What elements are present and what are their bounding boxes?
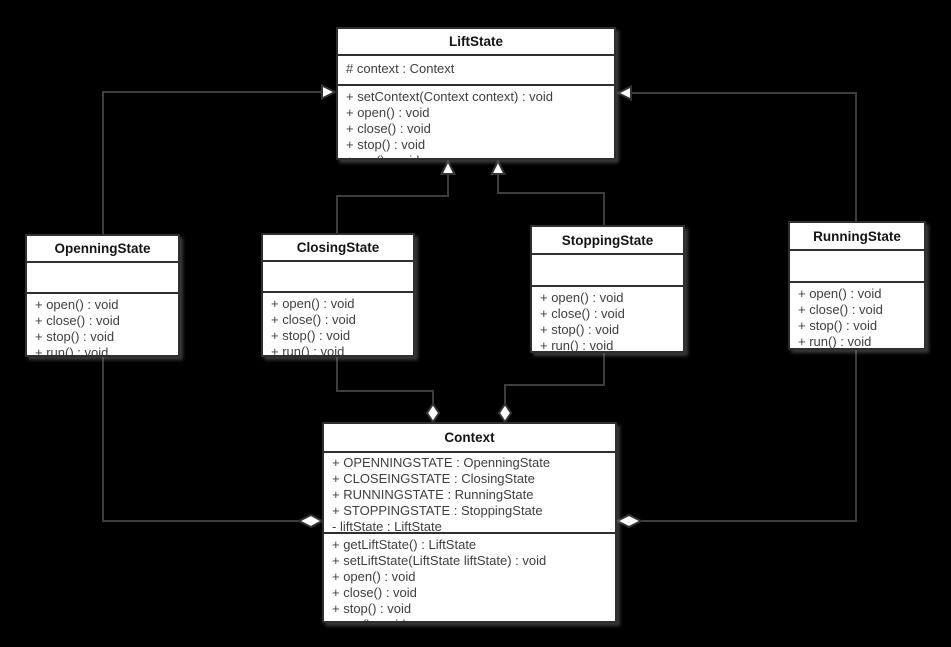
hollow-triangle-arrow-icon bbox=[615, 84, 632, 102]
class-title: StoppingState bbox=[532, 227, 683, 255]
aggregation-diamond-icon bbox=[296, 513, 325, 529]
attributes-section bbox=[790, 251, 924, 283]
attribute-row: + OPENNINGSTATE : OpenningState bbox=[332, 455, 551, 470]
attribute-row: - liftState : LiftState bbox=[332, 519, 442, 534]
hollow-triangle-arrow-icon bbox=[489, 158, 507, 175]
method-row: + close() : void bbox=[346, 121, 431, 136]
attribute-row: + RUNNINGSTATE : RunningState bbox=[332, 487, 534, 502]
method-row: + open() : void bbox=[271, 296, 355, 311]
method-row: + close() : void bbox=[332, 585, 417, 600]
methods-section: + open() : void+ close() : void+ stop() … bbox=[27, 294, 178, 355]
method-row: + stop() : void bbox=[332, 601, 412, 616]
generalization-closingstate-liftstate bbox=[336, 158, 457, 233]
method-row: + close() : void bbox=[271, 312, 356, 327]
method-row: + stop() : void bbox=[271, 328, 351, 343]
method-row: + close() : void bbox=[540, 306, 625, 321]
method-row: + getLiftState() : LiftState bbox=[332, 537, 477, 552]
class-title: LiftState bbox=[338, 29, 614, 56]
attribute-row: + STOPPINGSTATE : StoppingState bbox=[332, 503, 543, 518]
attribute-row: + CLOSEINGSTATE : ClosingState bbox=[332, 471, 535, 486]
method-row: + run() : void bbox=[35, 345, 109, 355]
method-row: + run() : void bbox=[338, 153, 614, 158]
aggregation-runningstate-context bbox=[614, 350, 857, 529]
method-row: + open() : void bbox=[540, 290, 624, 305]
aggregation-stoppingstate-context bbox=[497, 353, 605, 424]
attributes-section bbox=[532, 255, 683, 287]
class-box-stoppingstate: StoppingState + open() : void+ close() :… bbox=[530, 225, 685, 353]
class-box-context: Context + OPENNINGSTATE : OpenningState+… bbox=[322, 422, 617, 623]
generalization-openningstate-liftstate bbox=[102, 83, 338, 234]
methods-section: + setContext(Context context) : void+ op… bbox=[338, 86, 614, 158]
method-row: + run() : void bbox=[324, 617, 615, 621]
aggregation-diamond-icon bbox=[497, 402, 513, 424]
method-row: + open() : void bbox=[332, 569, 416, 584]
hollow-triangle-arrow-icon bbox=[321, 83, 338, 101]
methods-section: + open() : void+ close() : void+ stop() … bbox=[532, 287, 683, 351]
method-row: + stop() : void bbox=[798, 318, 878, 333]
aggregation-openningstate-context bbox=[102, 357, 325, 529]
class-title: RunningState bbox=[790, 223, 924, 251]
methods-section: + open() : void+ close() : void+ stop() … bbox=[790, 283, 924, 348]
attributes-section bbox=[27, 263, 178, 294]
class-title: OpenningState bbox=[27, 236, 178, 263]
method-row: + stop() : void bbox=[35, 329, 115, 344]
generalization-stoppingstate-liftstate bbox=[489, 158, 605, 225]
method-row: + close() : void bbox=[798, 302, 883, 317]
method-row: + close() : void bbox=[35, 313, 120, 328]
attributes-section bbox=[263, 262, 413, 293]
aggregation-closingstate-context bbox=[336, 357, 441, 424]
class-box-closingstate: ClosingState + open() : void+ close() : … bbox=[261, 233, 415, 357]
method-row: + setContext(Context context) : void bbox=[346, 89, 554, 104]
method-row: + run() : void bbox=[271, 344, 345, 355]
methods-section: + open() : void+ close() : void+ stop() … bbox=[263, 293, 413, 355]
method-row: + run() : void bbox=[540, 338, 614, 351]
method-row: + setLiftState(LiftState liftState) : vo… bbox=[332, 553, 547, 568]
class-title: Context bbox=[324, 424, 615, 453]
attributes-section: + OPENNINGSTATE : OpenningState+ CLOSEIN… bbox=[324, 453, 615, 534]
hollow-triangle-arrow-icon bbox=[439, 158, 457, 175]
class-box-runningstate: RunningState + open() : void+ close() : … bbox=[788, 221, 926, 350]
methods-section: + getLiftState() : LiftState+ setLiftSta… bbox=[324, 534, 615, 621]
class-box-liftstate: LiftState # context : Context + setConte… bbox=[336, 27, 616, 160]
attributes-section: # context : Context bbox=[338, 56, 614, 86]
aggregation-diamond-icon bbox=[425, 402, 441, 424]
method-row: + open() : void bbox=[346, 105, 430, 120]
generalization-runningstate-liftstate bbox=[615, 84, 857, 221]
class-title: ClosingState bbox=[263, 235, 413, 262]
method-row: + stop() : void bbox=[540, 322, 620, 337]
class-box-openningstate: OpenningState + open() : void+ close() :… bbox=[25, 234, 180, 357]
method-row: + open() : void bbox=[798, 286, 882, 301]
method-row: + run() : void bbox=[798, 334, 872, 348]
method-row: + stop() : void bbox=[346, 137, 426, 152]
attribute-row: # context : Context bbox=[346, 61, 455, 76]
aggregation-diamond-icon bbox=[614, 513, 644, 529]
method-row: + open() : void bbox=[35, 297, 119, 312]
